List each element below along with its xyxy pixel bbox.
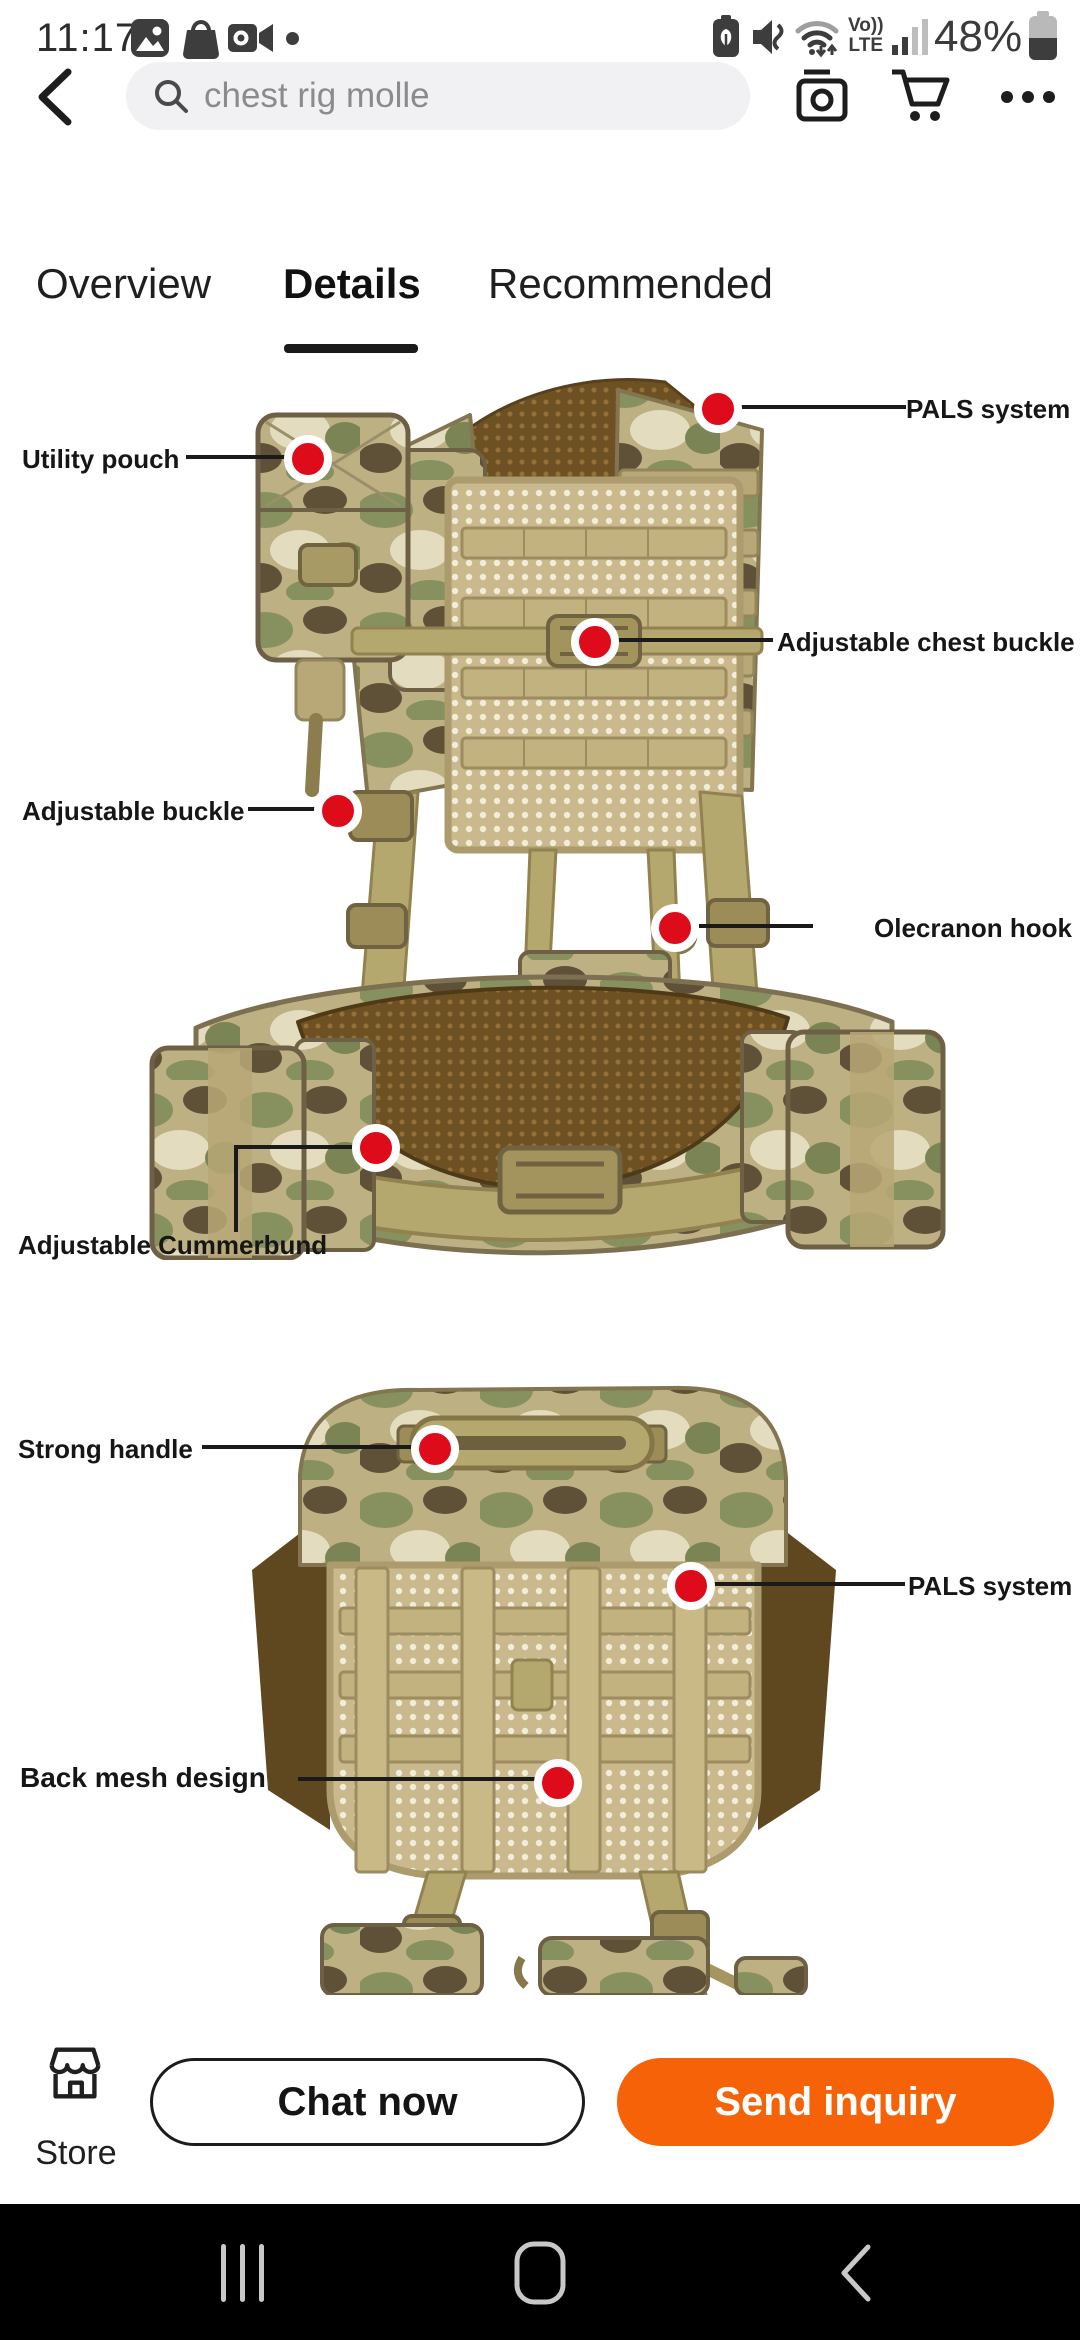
nav-back-icon[interactable] xyxy=(838,2243,872,2303)
system-nav-bar xyxy=(0,2204,1080,2340)
cart-icon[interactable] xyxy=(888,64,952,126)
battery-icon xyxy=(1029,11,1057,60)
annotation-line xyxy=(298,1777,538,1781)
tab-overview[interactable]: Overview xyxy=(36,260,212,307)
gallery-notification-icon xyxy=(131,19,169,57)
battery-saver-icon xyxy=(713,15,739,57)
wifi-arrows-icon xyxy=(795,21,839,58)
annotation-line xyxy=(740,405,906,409)
recents-icon[interactable] xyxy=(221,2244,265,2302)
annotation-label-adjustable-buckle: Adjustable buckle xyxy=(22,796,245,826)
home-icon[interactable] xyxy=(514,2241,566,2305)
signal-bars-icon xyxy=(892,19,928,55)
more-menu-icon[interactable] xyxy=(1000,90,1056,104)
annotation-line xyxy=(234,1147,238,1232)
annotation-label-strong-handle: Strong handle xyxy=(18,1434,193,1464)
volte-icon: Vo)) LTE xyxy=(848,15,884,56)
chat-now-button[interactable]: Chat now xyxy=(150,2058,585,2146)
store-button-label[interactable]: Store xyxy=(35,2134,117,2172)
annotation-line xyxy=(713,1582,905,1586)
annotation-line xyxy=(186,455,288,459)
annotation-dot xyxy=(694,385,742,433)
annotation-dot xyxy=(314,787,362,835)
annotation-line xyxy=(234,1145,356,1149)
annotation-label-utility-pouch: Utility pouch xyxy=(22,444,180,474)
annotation-line xyxy=(699,924,813,928)
product-image-front[interactable] xyxy=(0,360,1080,1260)
annotation-line xyxy=(248,807,318,811)
mute-vibrate-icon xyxy=(753,20,784,54)
annotation-dot xyxy=(284,435,332,483)
tab-recommended[interactable]: Recommended xyxy=(488,260,773,307)
storefront-icon[interactable] xyxy=(42,2040,108,2106)
search-query-text: chest rig molle xyxy=(204,76,430,115)
notification-dot-icon xyxy=(286,32,299,45)
annotation-dot xyxy=(534,1759,582,1807)
annotation-label-pals-system-back: PALS system xyxy=(908,1571,1073,1601)
clock: 11:17 xyxy=(36,16,139,60)
camera-search-icon[interactable] xyxy=(792,66,852,126)
annotation-label-chest-buckle: Adjustable chest buckle xyxy=(777,627,1075,657)
annotation-dot xyxy=(667,1562,715,1610)
annotation-label-cummerbund: Adjustable Cummerbund xyxy=(18,1230,328,1260)
product-image-back[interactable] xyxy=(0,1360,1080,1995)
screen-record-notification-icon xyxy=(228,24,273,52)
search-icon xyxy=(155,80,188,113)
annotation-label-back-mesh: Back mesh design xyxy=(20,1762,266,1793)
annotation-dot xyxy=(411,1425,459,1473)
back-icon[interactable] xyxy=(30,66,76,128)
annotation-dot xyxy=(571,618,619,666)
search-input[interactable]: chest rig molle xyxy=(126,62,750,130)
annotation-dot xyxy=(352,1124,400,1172)
annotation-line xyxy=(202,1445,414,1449)
annotation-line xyxy=(617,638,773,642)
annotation-label-pals-system: PALS system xyxy=(906,394,1071,424)
battery-percentage: 48% xyxy=(934,12,1023,61)
shopping-bag-notification-icon xyxy=(183,20,219,59)
send-inquiry-button[interactable]: Send inquiry xyxy=(617,2058,1054,2146)
annotation-dot xyxy=(651,904,699,952)
annotation-label-olecranon-hook: Olecranon hook xyxy=(874,913,1072,943)
tab-details[interactable]: Details xyxy=(283,260,421,307)
active-tab-indicator xyxy=(284,344,418,353)
